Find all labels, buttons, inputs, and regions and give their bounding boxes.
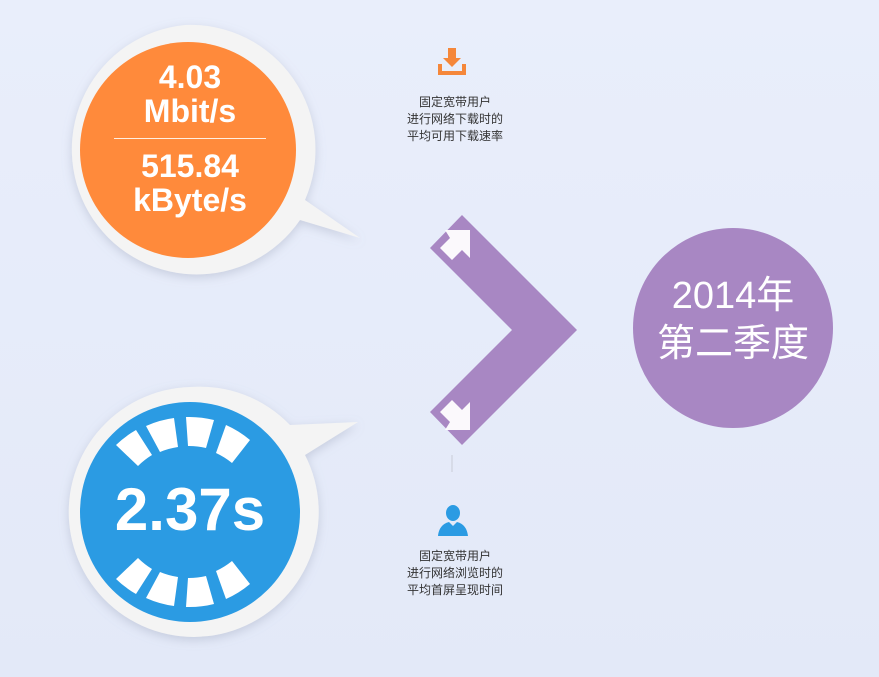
kbyte-value: 515.84: [141, 148, 239, 184]
user-icon: [438, 505, 468, 536]
download-icon: [438, 48, 466, 75]
page-time-caption-line: 平均首屏呈现时间: [406, 583, 503, 597]
speed-caption-line: 平均可用下载速率: [406, 129, 503, 143]
speed-divider: [114, 138, 266, 139]
period-circle: [633, 228, 833, 428]
mbit-value: 4.03: [158, 59, 222, 95]
speed-caption-line: 固定宽带用户: [418, 95, 491, 109]
page-time-caption-line: 进行网络浏览时的: [406, 566, 503, 580]
mbit-unit: Mbit/s: [143, 93, 237, 129]
period-label: 2014年 第二季度: [633, 272, 833, 368]
kbyte-unit: kByte/s: [133, 182, 247, 218]
period-quarter: 第二季度: [656, 323, 809, 365]
speed-circle: [80, 42, 296, 258]
speed-caption-line: 进行网络下载时的: [406, 112, 503, 126]
speed-values: 4.03 Mbit/s 515.84 kByte/s: [105, 60, 275, 217]
speed-caption: 固定宽带用户 进行网络下载时的 平均可用下载速率: [385, 94, 525, 145]
page-time-caption-line: 固定宽带用户: [418, 549, 491, 563]
dial-segments: [116, 416, 250, 608]
period-year: 2014年: [671, 275, 795, 317]
chevron-right-icon: [430, 215, 577, 472]
page-time-value: 2.37s: [114, 476, 266, 543]
page-time-caption: 固定宽带用户 进行网络浏览时的 平均首屏呈现时间: [380, 548, 530, 599]
